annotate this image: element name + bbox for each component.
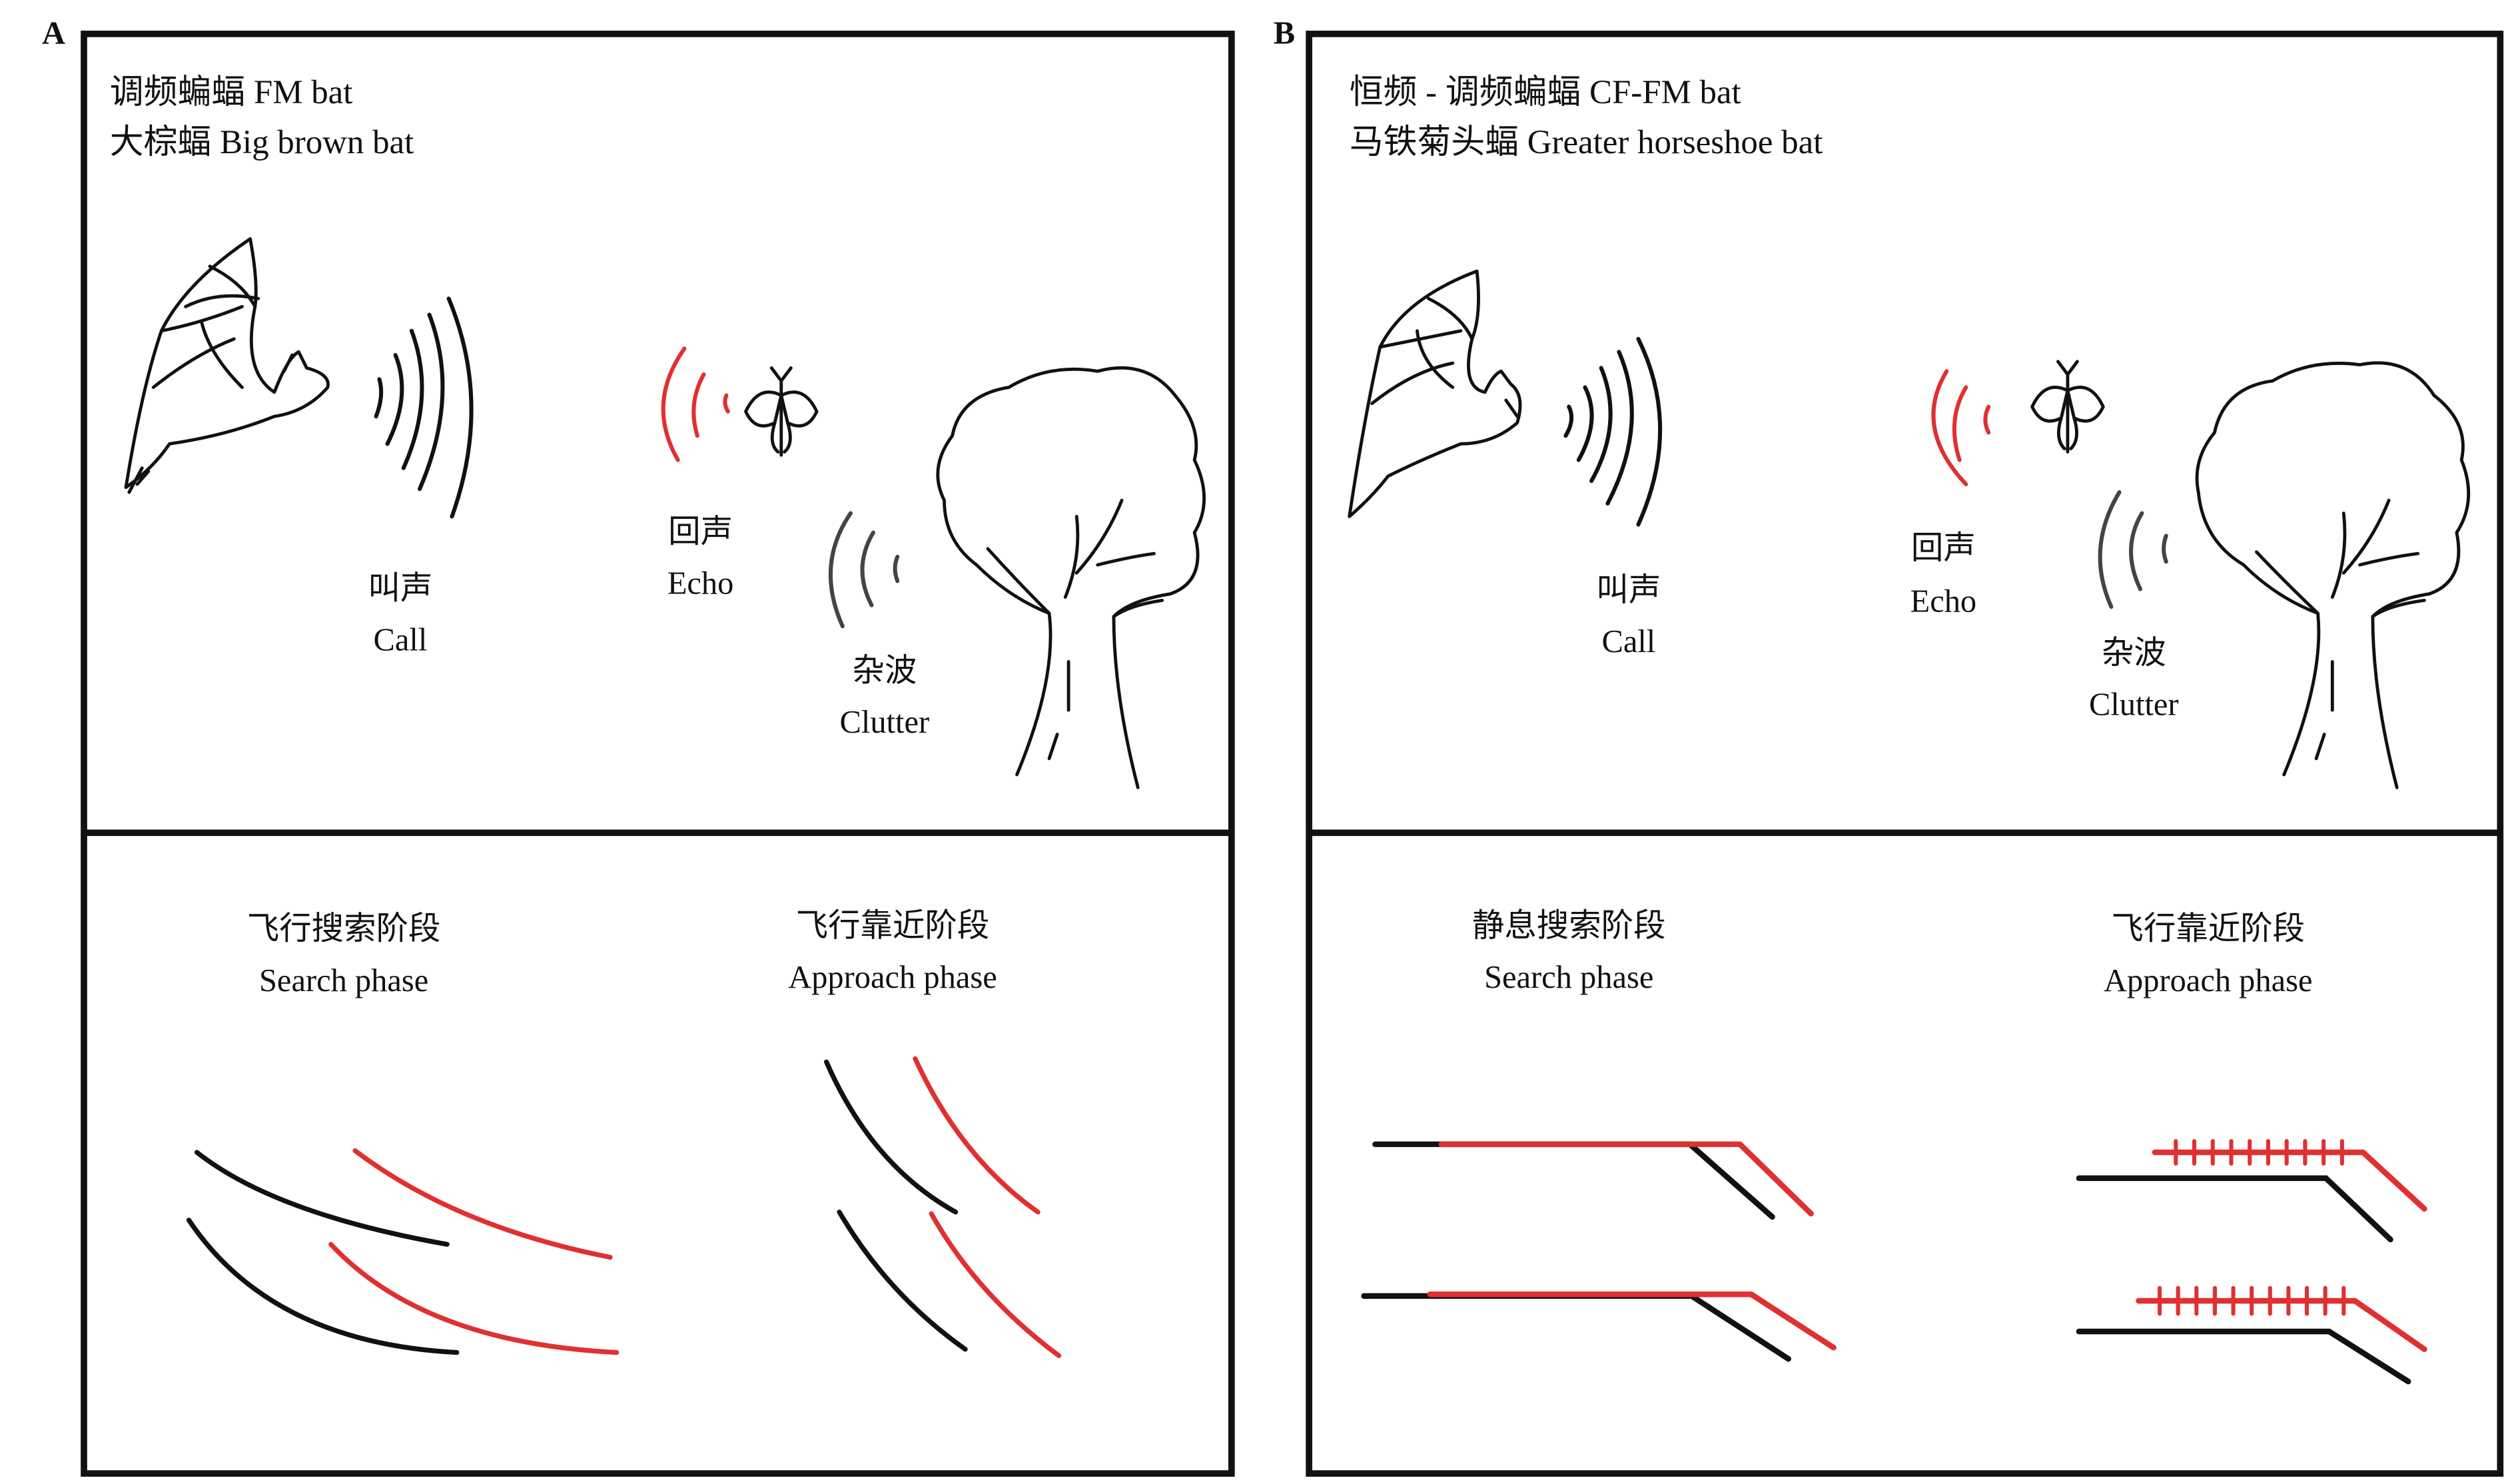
panel-b-frame bbox=[1306, 31, 2504, 1477]
panel-b: B 恒频 - 调频蝙蝠 CF-FM bat 马铁菊头蝠 Greater hors… bbox=[1274, 15, 2504, 1477]
panel-a-frame bbox=[81, 31, 1235, 1477]
search-phase-zh: 静息搜索阶段 bbox=[1472, 908, 1666, 943]
panel-a-letter: A bbox=[42, 15, 65, 51]
echo-cf-fm-modulated bbox=[2136, 1298, 2427, 1352]
call-cf-fm bbox=[1372, 1141, 1775, 1220]
clutter-label-zh: 杂波 bbox=[2102, 635, 2166, 671]
echo-label-zh: 回声 bbox=[1911, 530, 1976, 565]
echo-sweep bbox=[328, 1242, 620, 1355]
clutter-label-en: Clutter bbox=[840, 705, 930, 740]
approach-phase-zh: 飞行靠近阶段 bbox=[2111, 911, 2305, 946]
search-phase-en: Search phase bbox=[259, 963, 428, 998]
echo-modulation-ticks bbox=[2174, 1139, 2344, 1166]
call-sweep bbox=[837, 1210, 968, 1352]
approach-phase-zh: 飞行靠近阶段 bbox=[796, 908, 990, 943]
cf-fm-approach-calls bbox=[2076, 1139, 2427, 1385]
echo-label-zh: 回声 bbox=[668, 514, 733, 550]
call-sweep bbox=[823, 1059, 959, 1215]
tree-icon bbox=[936, 366, 1206, 789]
call-label-en: Call bbox=[1602, 624, 1656, 659]
echo-sweep bbox=[352, 1148, 613, 1260]
call-waves bbox=[374, 296, 474, 519]
horseshoe-bat-icon bbox=[1348, 269, 1522, 518]
call-cf-fm bbox=[2076, 1328, 2411, 1385]
search-phase-en: Search phase bbox=[1484, 960, 1653, 995]
panel-b-title-1: 恒频 - 调频蝙蝠 CF-FM bat bbox=[1350, 74, 1741, 111]
call-label-zh: 叫声 bbox=[368, 571, 432, 606]
fm-approach-sweeps bbox=[823, 1056, 1062, 1359]
call-waves bbox=[1563, 336, 1663, 527]
panel-a: A 调频蝙蝠 FM bat 大棕蝠 Big brown bat bbox=[42, 15, 1235, 1477]
moth-icon bbox=[2030, 360, 2105, 454]
approach-phase-en: Approach phase bbox=[788, 960, 997, 995]
cf-fm-search-calls bbox=[1361, 1141, 1837, 1362]
moth-icon bbox=[744, 366, 819, 457]
echo-modulation-ticks bbox=[2158, 1286, 2346, 1316]
tree-icon bbox=[2195, 361, 2471, 789]
echo-sweep bbox=[929, 1211, 1062, 1359]
panel-a-title-1: 调频蝙蝠 FM bat bbox=[110, 74, 353, 111]
echo-cf-fm bbox=[1438, 1141, 1814, 1217]
approach-phase-en: Approach phase bbox=[2104, 963, 2312, 998]
echo-label-en: Echo bbox=[667, 566, 734, 601]
echo-waves bbox=[1931, 369, 1991, 486]
clutter-waves bbox=[828, 511, 900, 629]
echo-sweep bbox=[913, 1056, 1041, 1215]
echo-waves bbox=[661, 346, 730, 462]
echo-label-en: Echo bbox=[1910, 583, 1977, 619]
call-label-zh: 叫声 bbox=[1596, 572, 1661, 607]
search-phase-zh: 飞行搜索阶段 bbox=[247, 911, 441, 946]
clutter-waves bbox=[2098, 490, 2168, 609]
bat-icon bbox=[124, 237, 330, 494]
call-cf-fm bbox=[2076, 1175, 2393, 1243]
panel-a-title-2: 大棕蝠 Big brown bat bbox=[110, 124, 414, 161]
fm-search-sweeps bbox=[186, 1148, 620, 1355]
panel-b-title-2: 马铁菊头蝠 Greater horseshoe bat bbox=[1350, 124, 1823, 161]
echo-cf-fm bbox=[1427, 1292, 1837, 1351]
call-cf-fm bbox=[1361, 1293, 1792, 1362]
clutter-label-en: Clutter bbox=[2089, 687, 2179, 722]
panel-b-letter: B bbox=[1274, 15, 1295, 51]
clutter-label-zh: 杂波 bbox=[852, 653, 917, 689]
call-sweep bbox=[194, 1150, 450, 1247]
call-label-en: Call bbox=[374, 622, 428, 657]
call-sweep bbox=[186, 1218, 460, 1355]
echo-cf-fm-modulated bbox=[2152, 1149, 2427, 1212]
